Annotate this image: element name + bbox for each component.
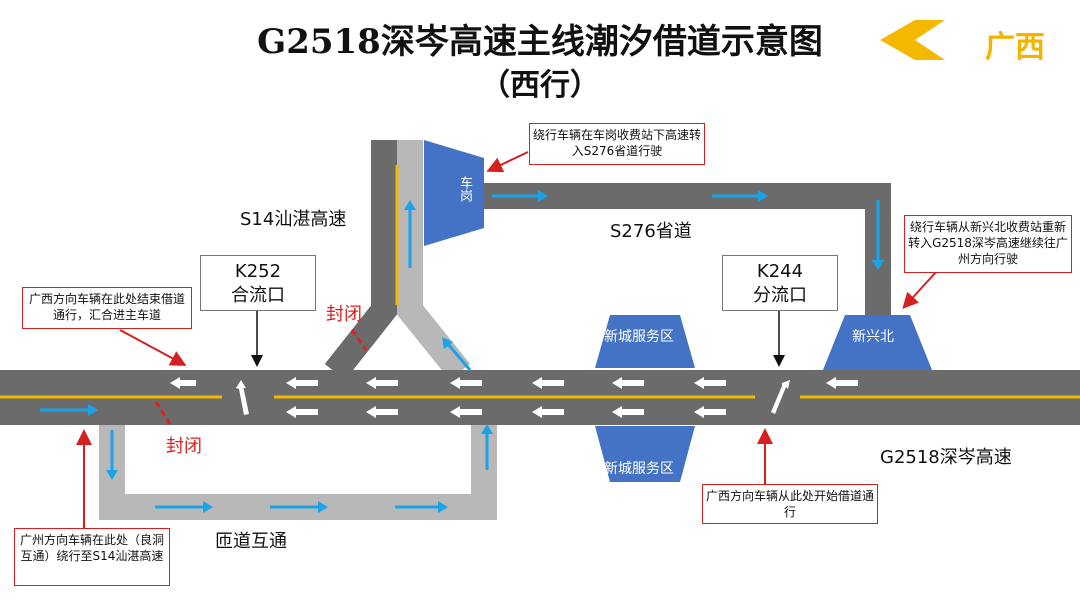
k244-code: K244 xyxy=(756,261,804,282)
service-area-bottom xyxy=(595,426,695,482)
s14-road-light xyxy=(397,140,471,381)
note-pointers xyxy=(76,151,938,528)
note-xinxingbei: 绕行车辆从新兴北收费站重新转入G2518深岑高速继续往广州方向行驶 xyxy=(904,215,1072,273)
closure-mark-s14 xyxy=(350,329,368,351)
k244-box: K244 分流口 xyxy=(722,255,838,311)
closure-label-s14: 封闭 xyxy=(326,304,362,325)
closure-label-main: 封闭 xyxy=(166,436,202,457)
service-area-top-label: 新城服务区 xyxy=(604,329,674,345)
s14-road-dark xyxy=(324,140,397,381)
direction-arrow-icon xyxy=(880,20,945,60)
direction-label: 广西 xyxy=(985,30,1045,65)
k244-name: 分流口 xyxy=(753,285,807,306)
page-subtitle: （西行） xyxy=(480,68,600,103)
xinxingbei-toll xyxy=(823,315,932,370)
s276-road xyxy=(470,183,891,315)
s276-label: S276省道 xyxy=(610,221,692,242)
junction-pointers xyxy=(251,310,785,367)
note-guangzhou-detour: 广州方向车辆在此处（良洞互通）绕行至S14汕湛高速 xyxy=(14,528,170,586)
k252-box: K252 合流口 xyxy=(200,255,316,311)
note-chegang: 绕行车辆在车岗收费站下高速转入S276省道行驶 xyxy=(529,123,705,165)
chegang-toll-label: 车岗 xyxy=(457,176,472,202)
service-area-bottom-label: 新城服务区 xyxy=(604,461,674,477)
ramp-label: 匝道互通 xyxy=(215,531,287,552)
chegang-toll xyxy=(424,140,484,246)
service-area-top xyxy=(595,315,695,368)
s14-label: S14汕湛高速 xyxy=(240,209,347,230)
k252-name: 合流口 xyxy=(231,285,285,306)
k252-code: K252 xyxy=(234,261,282,282)
page-title: G2518深岑高速主线潮汐借道示意图 xyxy=(257,22,823,62)
note-borrow-start: 广西方向车辆从此处开始借道通行 xyxy=(702,484,878,524)
g2518-label: G2518深岑高速 xyxy=(880,447,1012,468)
xinxingbei-label: 新兴北 xyxy=(852,329,894,345)
note-merge-end: 广西方向车辆在此处结束借道通行，汇合进主车道 xyxy=(22,287,192,329)
flow-arrows xyxy=(40,190,884,513)
closure-mark-main xyxy=(154,401,172,425)
lane-arrows xyxy=(170,377,858,418)
